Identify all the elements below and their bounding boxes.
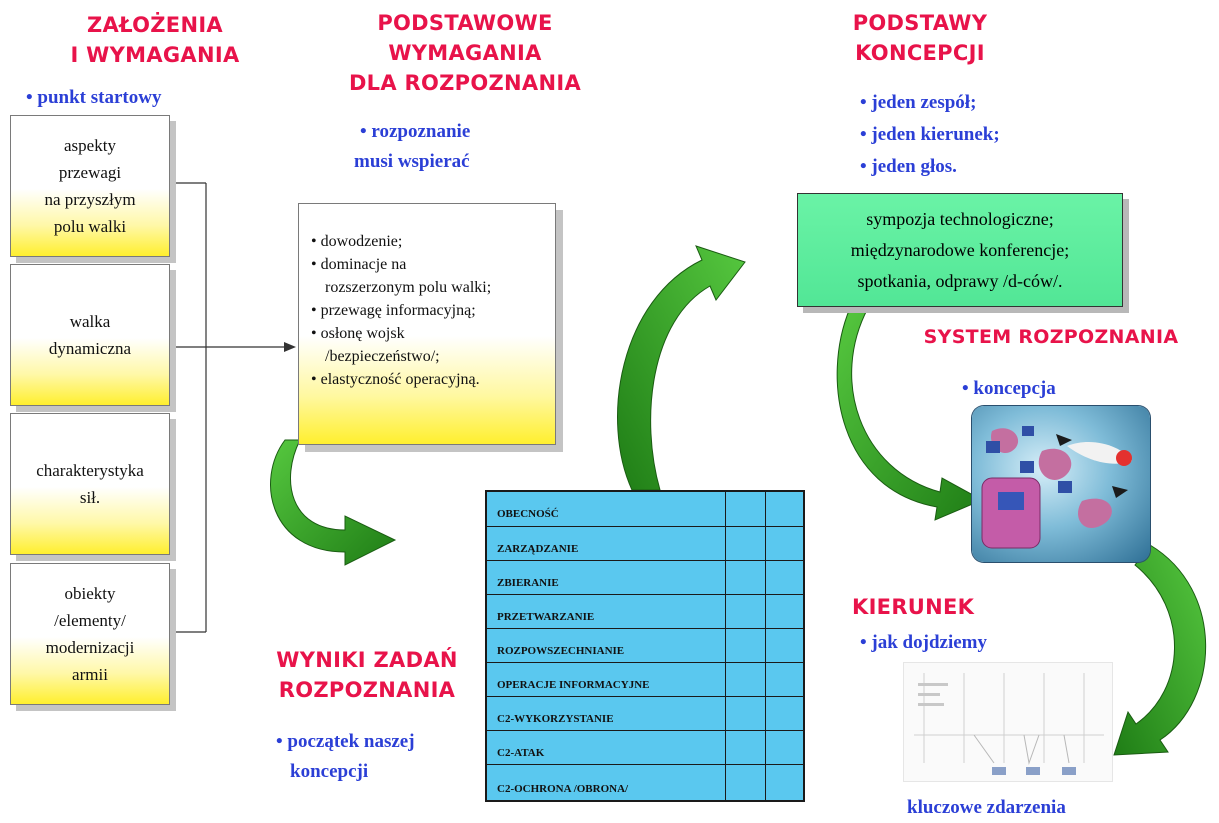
results-heading-line1: WYNIKI ZADAŃ: [276, 648, 458, 672]
table-cell: C2-ATAK: [497, 747, 545, 759]
aspects-box-line: aspekty: [64, 136, 116, 155]
forces-characteristics-box: charakterystyka sił.: [10, 413, 170, 555]
concept-start-bullet-line1: • początek naszej: [276, 731, 415, 752]
aspects-box-line: na przyszłym: [44, 190, 136, 209]
aspects-box-line: polu walki: [53, 217, 127, 236]
table-row: C2-ATAK: [487, 730, 803, 765]
requirements-box: • dowodzenie; • dominacje na rozszerzony…: [298, 203, 556, 445]
requirement-item: rozszerzonym polu walki;: [325, 279, 492, 296]
key-events-caption: kluczowe zdarzenia: [907, 797, 1066, 818]
basic-requirements-heading: PODSTAWOWE WYMAGANIA DLA ROZPOZNANIA: [300, 8, 630, 98]
concept-bullet-item: • jeden głos.: [860, 156, 957, 177]
table-cell: ROZPOWSZECHNIANIE: [497, 645, 625, 657]
dynamic-combat-box: walka dynamiczna: [10, 264, 170, 406]
how-we-get-there-bullet: • jak dojdziemy: [860, 632, 987, 653]
concept-start-bullet: • początek naszej koncepcji: [276, 727, 415, 787]
concept-basis-heading-line2: KONCEPCJI: [855, 41, 985, 65]
direction-timeline-image: [903, 662, 1113, 782]
direction-heading: KIERUNEK: [852, 595, 975, 619]
events-box: sympozja technologiczne; międzynarodowe …: [797, 193, 1123, 307]
table-column-divider: [765, 492, 766, 800]
concept-bullets: • jeden zespół; • jeden kierunek; • jede…: [860, 87, 1000, 183]
results-heading-line2: ROZPOZNANIA: [278, 678, 456, 702]
requirement-item: • dominacje na: [311, 256, 407, 273]
requirement-item: • przewagę informacyjną;: [311, 302, 476, 319]
table-cell: ZBIERANIE: [497, 577, 559, 589]
assumptions-heading-line1: ZAŁOŻENIA: [87, 13, 223, 37]
requirement-item: /bezpieczeństwo/;: [325, 348, 440, 365]
concept-bullet: • koncepcja: [962, 378, 1056, 399]
concept-start-bullet-line2: koncepcji: [290, 761, 369, 782]
concept-bullet-item: • jeden zespół;: [860, 92, 977, 113]
table-row: ROZPOWSZECHNIANIE: [487, 628, 803, 663]
curved-arrow-down-direction: [1113, 544, 1207, 756]
table-column-divider: [725, 492, 726, 800]
requirement-item: • dowodzenie;: [311, 233, 403, 250]
basic-requirements-heading-line3: DLA ROZPOZNANIA: [348, 71, 582, 95]
table-row: ZARZĄDZANIE: [487, 526, 803, 561]
table-cell: C2-OCHRONA /OBRONA/: [497, 783, 629, 795]
modernization-objects-box-line: /elementy/: [54, 611, 126, 630]
requirement-item: • elastyczność operacyjną.: [311, 371, 480, 388]
curved-arrow-up-right: [617, 245, 746, 491]
assumptions-heading: ZAŁOŻENIA I WYMAGANIA: [40, 10, 270, 70]
results-heading: WYNIKI ZADAŃ ROZPOZNANIA: [252, 645, 482, 705]
table-cell: OBECNOŚĆ: [497, 508, 559, 520]
table-row: OPERACJE INFORMACYJNE: [487, 662, 803, 697]
requirement-item: • osłonę wojsk: [311, 325, 405, 342]
forces-characteristics-box-line: sił.: [79, 488, 101, 507]
basic-requirements-heading-line2: WYMAGANIA: [388, 41, 542, 65]
recon-system-heading: SYSTEM ROZPOZNANIA: [923, 326, 1179, 348]
recon-support-bullet-line2: musi wspierać: [354, 151, 470, 172]
events-box-line: sympozja technologiczne;: [866, 208, 1054, 229]
curved-arrow-down-right: [270, 439, 397, 566]
dynamic-combat-box-line: walka: [69, 312, 111, 331]
table-row: OBECNOŚĆ: [487, 492, 803, 526]
events-box-line: spotkania, odprawy /d-ców/.: [857, 270, 1063, 291]
modernization-objects-box: obiekty /elementy/ modernizacji armii: [10, 563, 170, 705]
table-cell: C2-WYKORZYSTANIE: [497, 713, 614, 725]
aspects-box-line: przewagi: [58, 163, 122, 182]
basic-requirements-heading-line1: PODSTAWOWE: [377, 11, 553, 35]
modernization-objects-box-line: armii: [72, 665, 108, 684]
concept-basis-heading-line1: PODSTAWY: [852, 11, 988, 35]
table-cell: ZARZĄDZANIE: [497, 543, 579, 555]
concept-bullet-item: • jeden kierunek;: [860, 124, 1000, 145]
forces-characteristics-box-line: charakterystyka: [36, 461, 144, 480]
starting-point-bullet: • punkt startowy: [26, 87, 162, 108]
curved-arrow-down-system: [836, 307, 984, 521]
table-cell: OPERACJE INFORMACYJNE: [497, 679, 650, 691]
recon-system-illustration: [981, 426, 1132, 549]
table-row: PRZETWARZANIE: [487, 594, 803, 629]
aspects-box: aspekty przewagi na przyszłym polu walki: [10, 115, 170, 257]
table-row: ZBIERANIE: [487, 560, 803, 595]
modernization-objects-box-line: obiekty: [64, 584, 116, 603]
table-row: C2-WYKORZYSTANIE: [487, 696, 803, 731]
modernization-objects-box-line: modernizacji: [45, 638, 135, 657]
timeline-illustration: [914, 673, 1104, 775]
assumptions-heading-line2: I WYMAGANIA: [70, 43, 240, 67]
recon-support-bullet: • rozpoznanie musi wspierać: [354, 117, 471, 177]
events-box-line: międzynarodowe konferencje;: [850, 239, 1070, 260]
table-cell: PRZETWARZANIE: [497, 611, 595, 623]
recon-system-image: [972, 406, 1150, 562]
table-row: C2-OCHRONA /OBRONA/: [487, 764, 803, 801]
dynamic-combat-box-line: dynamiczna: [48, 339, 132, 358]
functions-table: OBECNOŚĆ ZARZĄDZANIE ZBIERANIE PRZETWARZ…: [485, 490, 805, 802]
recon-support-bullet-line1: • rozpoznanie: [360, 121, 471, 142]
concept-basis-heading: PODSTAWY KONCEPCJI: [810, 8, 1030, 68]
